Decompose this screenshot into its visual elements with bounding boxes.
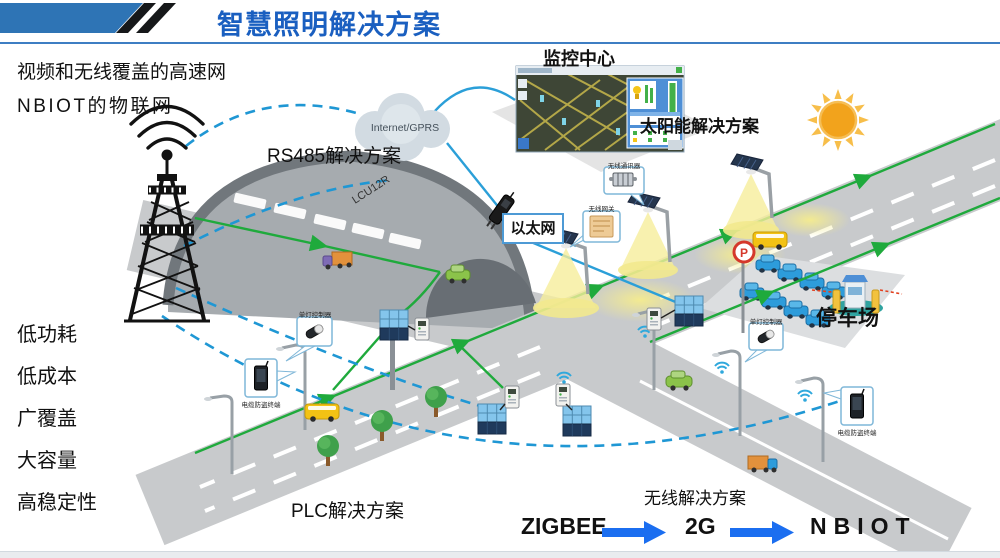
lamp-controller-label-1: 单灯控制器 xyxy=(298,312,332,319)
power-meter-1 xyxy=(414,317,430,341)
evolution-arrow-1 xyxy=(602,521,666,544)
solar-solution-label: 太阳能解决方案 xyxy=(640,117,759,136)
monitoring-center-label: 监控中心 xyxy=(543,49,615,69)
wireless-solution-label: 无线解决方案 xyxy=(644,489,746,508)
link-cloud-ethernet xyxy=(446,142,505,215)
parking-lot-label: 停车场 xyxy=(816,307,879,330)
car-center xyxy=(665,370,693,391)
sun-icon xyxy=(807,89,869,151)
cable-antitheft-label-2: 电缆防盗终端 xyxy=(837,430,877,437)
cable-antitheft-label-1: 电缆防盗终端 xyxy=(241,402,281,409)
header-stripe-1 xyxy=(116,3,156,33)
footer-strip xyxy=(0,551,1000,558)
internet-cloud-icon xyxy=(355,93,450,161)
parking-sign: P xyxy=(732,240,756,333)
rs485-solution-label: RS485解决方案 xyxy=(267,146,402,167)
power-meter-4 xyxy=(646,307,662,331)
link-cloud-monitor xyxy=(433,86,516,113)
feature-item: 低成本 xyxy=(17,366,77,388)
internet-cloud-label: Internet/GPRS xyxy=(370,122,440,134)
comm-tower-icon xyxy=(124,104,210,323)
wifi-icon-lamp4 xyxy=(714,361,730,375)
feature-item: 广覆盖 xyxy=(17,408,77,430)
plc-solution-label: PLC解决方案 xyxy=(291,501,404,522)
cabinet-4 xyxy=(674,295,704,327)
monitor-side-panel xyxy=(626,77,684,149)
lcu12r-device-icon xyxy=(486,191,515,230)
power-meter-2 xyxy=(504,385,520,409)
feature-item: 大容量 xyxy=(17,450,77,472)
cabinet-1 xyxy=(379,309,409,341)
intro-line-2: NBIOT的物联网 xyxy=(17,96,174,117)
bus-upper xyxy=(752,231,788,251)
evolution-step-2g: 2G xyxy=(685,513,716,539)
signal-waves-icon xyxy=(129,104,205,150)
bus-lower xyxy=(304,403,340,423)
evolution-arrow-2 xyxy=(730,521,794,544)
header-band xyxy=(0,3,176,33)
truck-lower-right xyxy=(747,455,778,473)
cabinet-3 xyxy=(562,405,592,437)
street-lamp-5 xyxy=(795,376,825,462)
evolution-step-zigbee: ZIGBEE xyxy=(521,513,607,539)
header-stripe-2 xyxy=(136,3,176,33)
power-meter-3 xyxy=(555,383,571,407)
nbiot-feature-list: 低功耗 低成本 广覆盖 大容量 高稳定性 xyxy=(17,318,97,528)
truck-tunnel xyxy=(322,251,353,270)
svg-text:P: P xyxy=(740,246,748,260)
car-tunnel-exit xyxy=(445,264,471,284)
callout-cable-antitheft-2 xyxy=(822,386,874,426)
street-lamp-4 xyxy=(712,349,742,436)
feature-item: 低功耗 xyxy=(17,324,77,346)
wireless-communicator-label: 无线通讯器 xyxy=(607,163,641,170)
ethernet-label-box: 以太网 xyxy=(502,213,564,244)
cabinet-1-pole xyxy=(390,340,395,390)
street-lamp-1 xyxy=(204,394,234,474)
title-underline xyxy=(0,42,1000,44)
wifi-icon-lamp5 xyxy=(797,389,813,403)
streetlight-solar-3 xyxy=(723,153,779,239)
callout-wireless-communicator xyxy=(603,166,645,206)
feature-item: 高稳定性 xyxy=(17,492,97,514)
callout-wireless-gateway xyxy=(569,210,621,248)
tunnel xyxy=(162,150,536,330)
evolution-step-nbiot: NBIOT xyxy=(810,513,917,539)
callout-lamp-controller-1 xyxy=(285,316,333,362)
callout-cable-antitheft-1 xyxy=(244,358,297,398)
green-circuit-lines xyxy=(194,122,1000,455)
wireless-gateway-label: 无线网关 xyxy=(588,206,615,213)
link-ethernet-cabinet xyxy=(530,240,679,305)
page-title: 智慧照明解决方案 xyxy=(217,10,441,40)
lamp-controller-label-2: 单灯控制器 xyxy=(749,319,783,326)
intro-line-1: 视频和无线覆盖的高速网 xyxy=(17,62,227,83)
streetlight-solar-2 xyxy=(618,191,678,279)
callout-lamp-controller-2 xyxy=(744,322,784,363)
monitor-screenshot xyxy=(515,65,685,153)
